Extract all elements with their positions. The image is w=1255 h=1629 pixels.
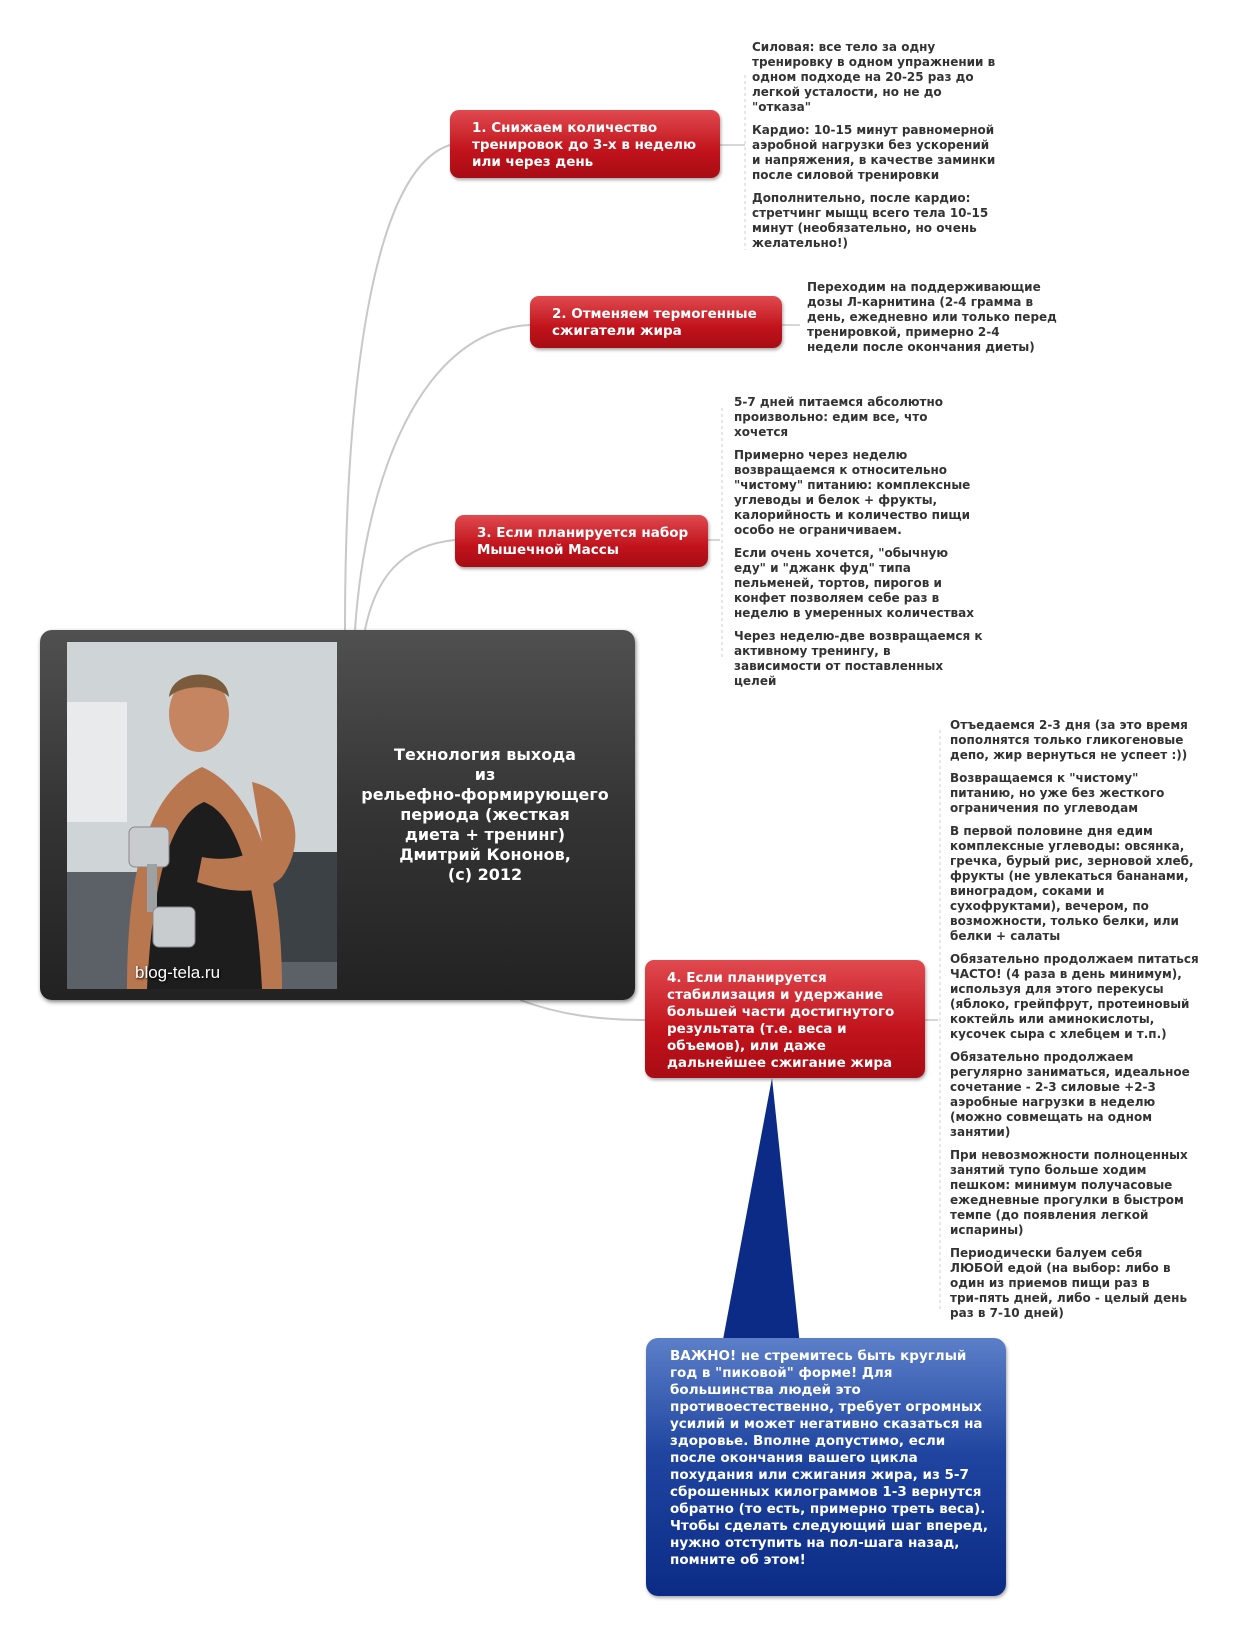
branch-3-note-4: Через неделю-две возвращаемся к активном… [734, 629, 983, 688]
bodybuilder-photo-icon [67, 642, 337, 989]
link-center-branch-3 [364, 539, 456, 631]
branch-4-note-4: Обязательно продолжаем питаться ЧАСТО! (… [950, 952, 1199, 1041]
branch-3-note-2: Примерно через неделю возвращаемся к отн… [734, 448, 971, 537]
branch-node-1-label: 1. Снижаем количество тренировок до 3-х … [472, 120, 697, 170]
branch-3-note-3: Если очень хочется, "обычную еду" и "джа… [734, 546, 974, 620]
watermark-text: blog-tela.ru [135, 963, 221, 982]
branch-node-2[interactable]: 2. Отменяем термогенные сжигатели жира [530, 296, 782, 348]
branch-node-2-label: 2. Отменяем термогенные сжигатели жира [552, 306, 757, 339]
branch-4-note-5: Обязательно продолжаем регулярно занимат… [950, 1050, 1190, 1139]
central-topic-title: Технология выхода из рельефно-формирующе… [361, 745, 609, 884]
branch-1-note-1: Силовая: все тело за одну тренировку в о… [752, 40, 996, 114]
link-center-branch-4 [519, 999, 646, 1021]
link-center-branch-2 [354, 324, 531, 631]
bodybuilder-photo: blog-tela.ru [67, 642, 337, 989]
branch-node-3-label: 3. Если планируется набор Мышечной Массы [477, 525, 689, 558]
branch-4-note-2: Возвращаемся к "чистому" питанию, но уже… [950, 771, 1165, 815]
important-callout[interactable]: ВАЖНО! не стремитесь быть круглый год в … [646, 1338, 1006, 1596]
branch-node-4[interactable]: 4. Если планируется стабилизация и удерж… [645, 960, 925, 1078]
branch-4-note-3: В первой половине дня едим комплексные у… [950, 824, 1194, 943]
branch-node-3[interactable]: 3. Если планируется набор Мышечной Массы [455, 515, 708, 567]
branch-4-note-6: При невозможности полноценных занятий ту… [950, 1148, 1188, 1237]
branch-4-note-7: Периодически балуем себя ЛЮБОЙ едой (на … [950, 1246, 1188, 1320]
branch-1-note-2: Кардио: 10-15 минут равномерной аэробной… [752, 123, 996, 182]
branch-node-4-label: 4. Если планируется стабилизация и удерж… [667, 970, 895, 1071]
important-callout-text: ВАЖНО! не стремитесь быть круглый год в … [670, 1348, 988, 1568]
branch-1-note-3: Дополнительно, после кардио: стретчинг м… [752, 191, 989, 250]
central-topic[interactable]: blog-tela.ru Технология выхода из рельеф… [40, 630, 635, 1000]
branch-3-note-1: 5-7 дней питаемся абсолютно произвольно:… [734, 395, 944, 439]
branch-4-note-1: Отъедаемся 2-3 дня (за это время пополня… [950, 718, 1188, 762]
branch-2-note-1: Переходим на поддерживающие дозы Л-карни… [807, 280, 1057, 354]
branch-node-1[interactable]: 1. Снижаем количество тренировок до 3-х … [450, 110, 720, 178]
link-center-branch-1 [344, 144, 451, 631]
callout-pointer [722, 1078, 800, 1345]
